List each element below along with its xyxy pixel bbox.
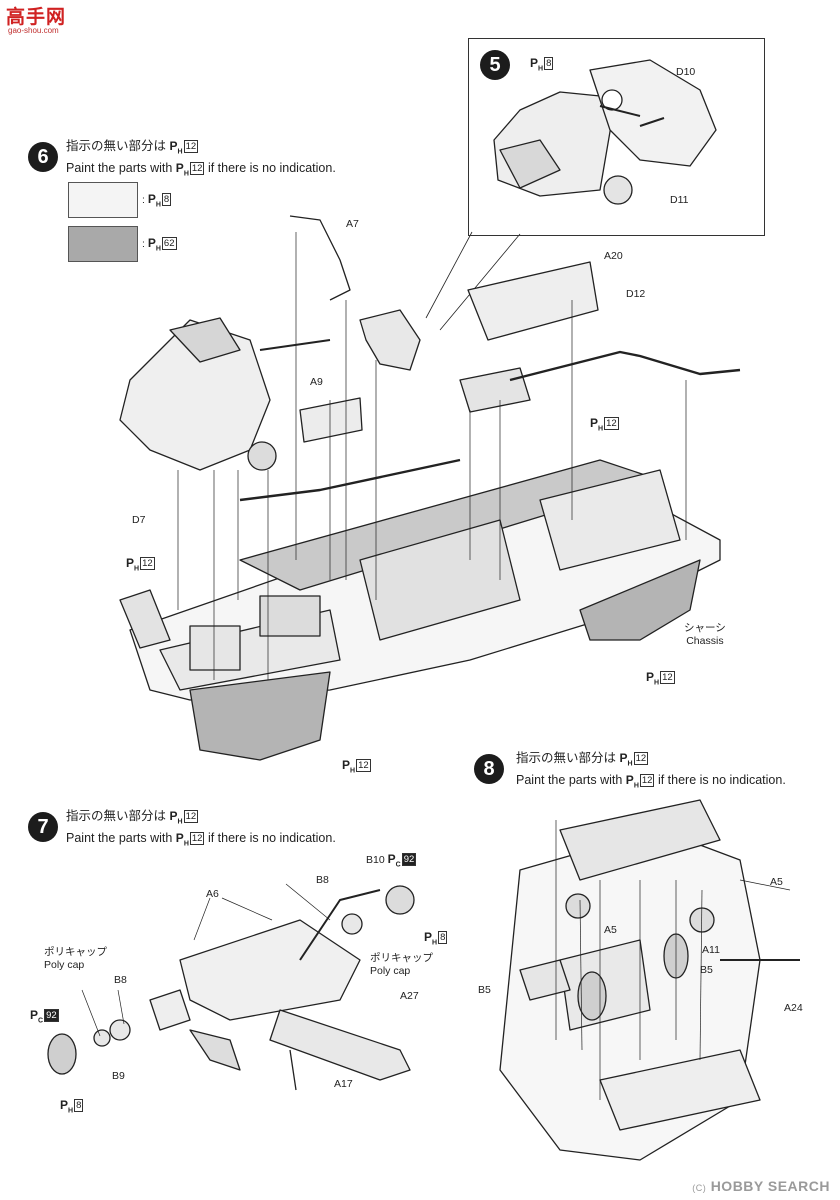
part-label-d11: D11 <box>670 194 689 206</box>
watermark-logo: 高手网 gao-shou.com <box>6 2 78 38</box>
part-label-a5-left: A5 <box>604 924 617 936</box>
part-label-b5-right: B5 <box>700 964 713 976</box>
part-label-d10: D10 <box>676 66 696 78</box>
step-5-frame <box>468 38 765 236</box>
part-label-a5-right: A5 <box>770 876 783 888</box>
step-8-number: 8 <box>474 754 504 784</box>
part-label-a20: A20 <box>604 250 623 262</box>
part-label-a11: A11 <box>702 944 720 956</box>
chassis-label: シャーシ Chassis <box>684 620 726 647</box>
polycap-label-right: ポリキャップ Poly cap <box>370 952 433 977</box>
part-label-a17: A17 <box>334 1078 353 1090</box>
part-label-a24: A24 <box>784 1002 803 1014</box>
part-label-a27: A27 <box>400 990 419 1002</box>
chassis-label-jp: シャーシ <box>684 622 726 634</box>
part-label-a6: A6 <box>206 888 219 900</box>
watermark-site-name: 高手网 <box>6 7 67 28</box>
hobby-search-watermark: (C) HOBBY SEARCH <box>692 1178 830 1194</box>
step-5-number: 5 <box>480 50 510 80</box>
transfer-case-drawing <box>493 59 717 205</box>
part-label-b8-lower: B8 <box>114 974 127 986</box>
part-label-d7: D7 <box>132 514 146 526</box>
paint-number: 8 <box>544 57 554 70</box>
rear-suspension-drawing <box>47 885 415 1091</box>
part-label-a9: A9 <box>310 376 323 388</box>
part-label-a7: A7 <box>346 218 359 230</box>
part-label-d12: D12 <box>626 288 646 300</box>
step-7-number: 7 <box>28 812 58 842</box>
watermark-site-url: gao-shou.com <box>8 26 59 35</box>
chassis-label-en: Chassis <box>686 635 724 647</box>
polycap-label-left: ポリキャップ Poly cap <box>44 946 107 971</box>
paint-code-prefix: PH <box>530 56 544 73</box>
step-6-number: 6 <box>28 142 58 172</box>
color-swatch-light <box>68 182 138 218</box>
color-swatch-gray <box>68 226 138 262</box>
chassis-drawing <box>119 459 721 761</box>
part-label-b5-left: B5 <box>478 984 491 996</box>
part-label-b9: B9 <box>112 1070 125 1082</box>
front-suspension-drawing <box>499 799 800 1161</box>
engine-drawing <box>119 215 741 502</box>
part-label-b8-upper: B8 <box>316 874 329 886</box>
